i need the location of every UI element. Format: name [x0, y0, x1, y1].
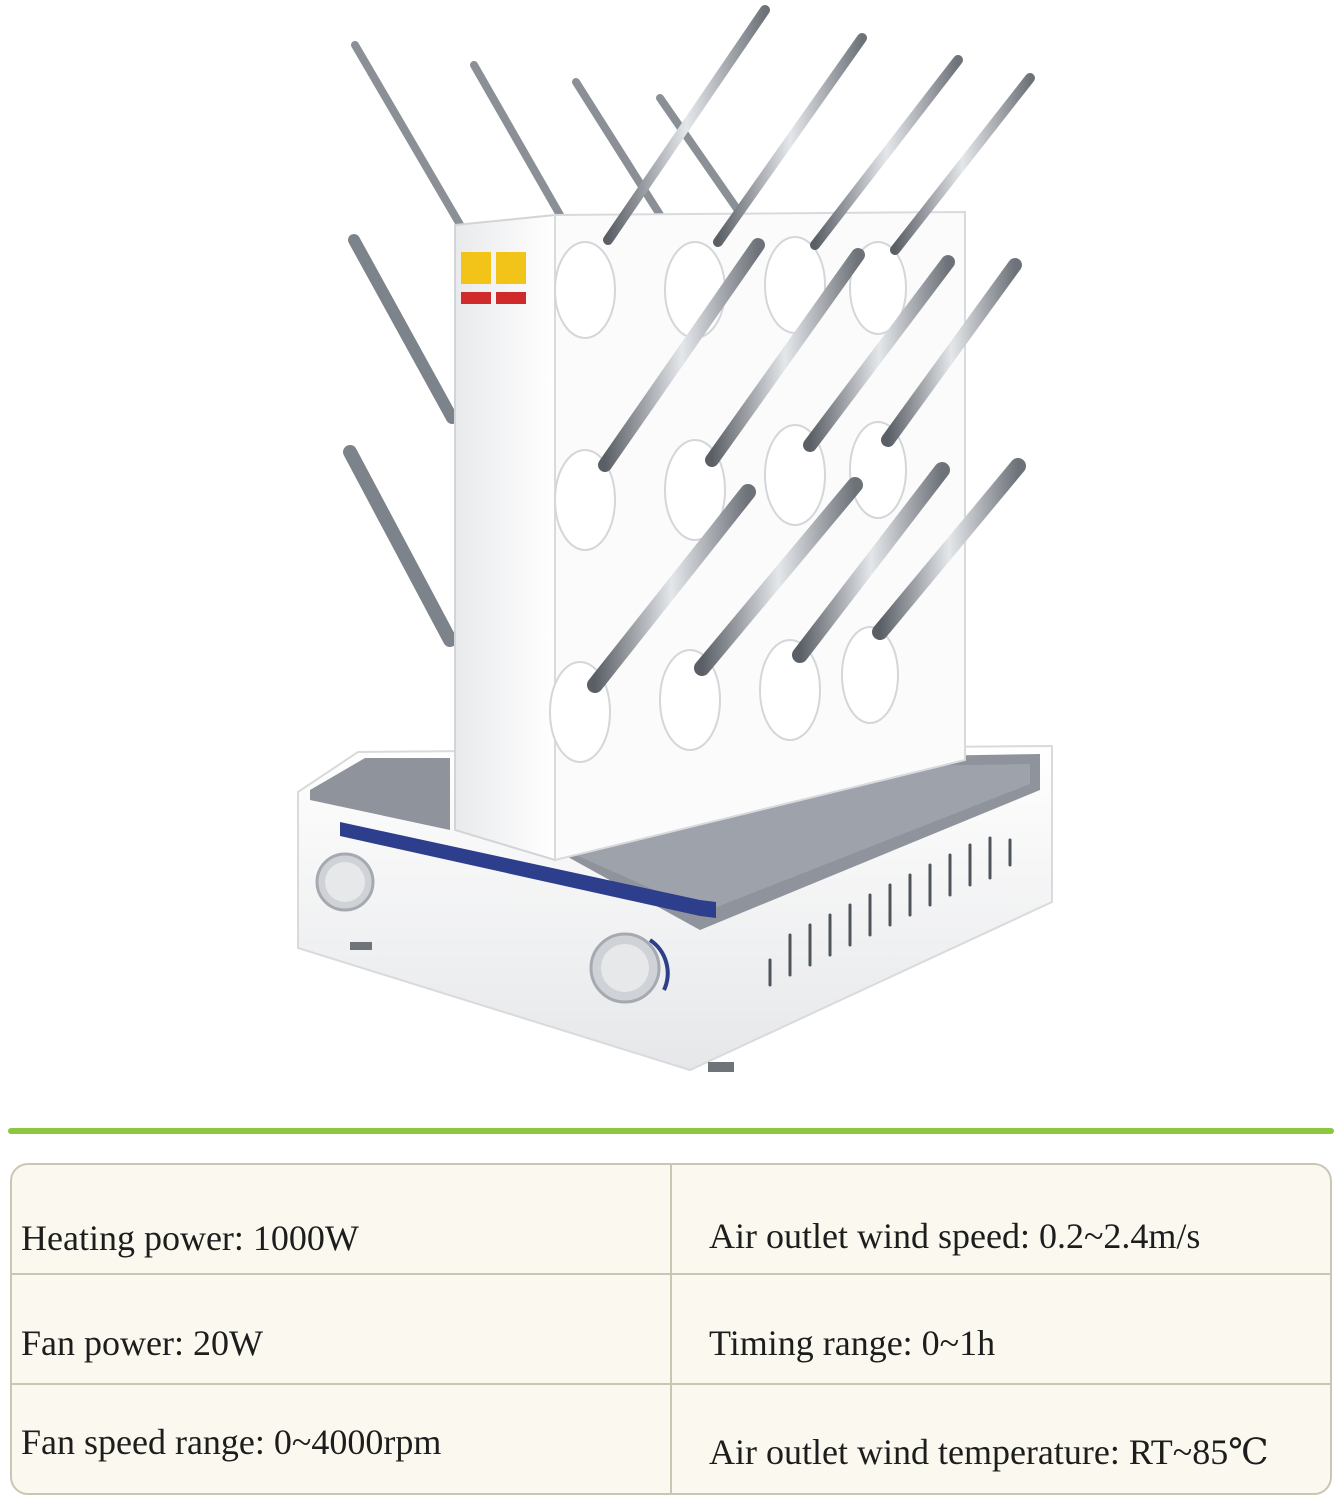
spec-row: Heating power: 1000W Air outlet wind spe… [12, 1165, 1330, 1273]
spec-cell: Fan power: 20W [12, 1275, 670, 1385]
spec-cell: Heating power: 1000W [12, 1165, 670, 1273]
spec-row: Fan power: 20W Timing range: 0~1h [12, 1273, 1330, 1385]
front-pegs [587, 5, 1035, 693]
spec-heating-power: Heating power: 1000W [21, 1218, 359, 1258]
warning-label-icon [496, 252, 526, 284]
specifications-table: Heating power: 1000W Air outlet wind spe… [10, 1163, 1332, 1495]
back-rods [343, 41, 746, 647]
spec-row: Fan speed range: 0~4000rpm Air outlet wi… [12, 1383, 1330, 1493]
spec-cell: Air outlet wind temperature: RT~85℃ [670, 1385, 1330, 1493]
spec-timing-range: Timing range: 0~1h [709, 1323, 996, 1363]
spec-air-outlet-wind-speed: Air outlet wind speed: 0.2~2.4m/s [709, 1216, 1201, 1256]
spec-cell: Timing range: 0~1h [670, 1275, 1330, 1385]
spec-cell: Fan speed range: 0~4000rpm [12, 1385, 670, 1493]
spec-air-outlet-wind-temperature: Air outlet wind temperature: RT~85℃ [709, 1432, 1269, 1472]
spec-fan-power: Fan power: 20W [21, 1323, 263, 1363]
spec-fan-speed-range: Fan speed range: 0~4000rpm [21, 1422, 442, 1462]
section-divider [8, 1128, 1334, 1134]
warning-label-icon [461, 252, 491, 284]
product-image [297, 5, 1053, 1072]
spec-cell: Air outlet wind speed: 0.2~2.4m/s [670, 1165, 1330, 1273]
glassware-dryer-illustration [297, 5, 1053, 1072]
